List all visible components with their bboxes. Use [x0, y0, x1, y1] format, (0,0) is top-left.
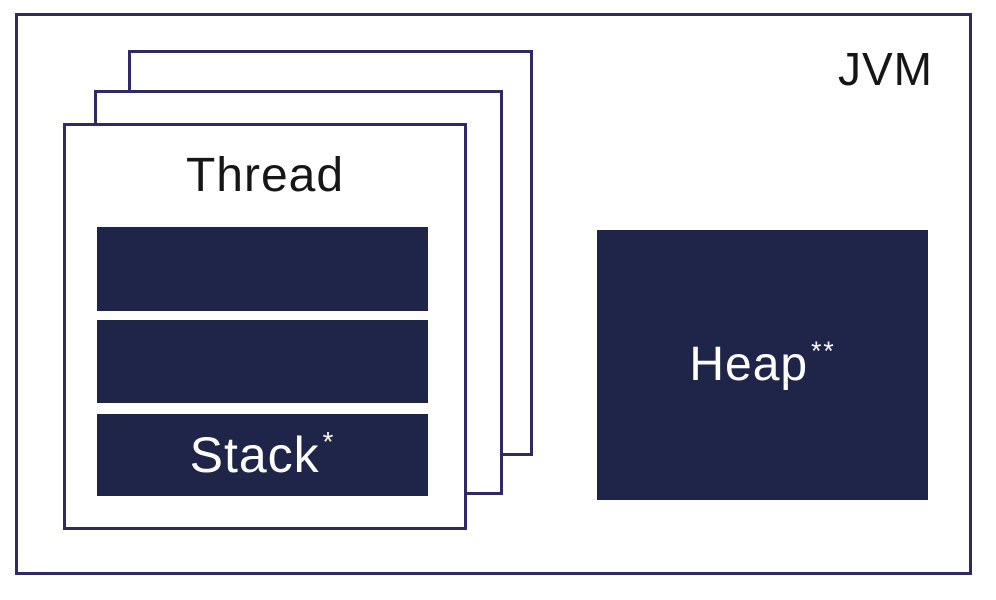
- stack-label: Stack*: [189, 426, 336, 483]
- stack-label-text: Stack: [189, 427, 320, 483]
- heap-label: Heap**: [689, 336, 836, 391]
- thread-card-front: Thread Stack*: [63, 123, 467, 530]
- heap-footnote-marker: **: [811, 336, 836, 367]
- stack-bar: [97, 320, 428, 403]
- heap-box: Heap**: [597, 230, 928, 500]
- thread-label: Thread: [185, 149, 345, 202]
- jvm-label: JVM: [838, 43, 933, 95]
- stack-bar-labeled: Stack*: [97, 414, 428, 496]
- stack-bar: [97, 227, 428, 311]
- heap-label-text: Heap: [689, 338, 809, 391]
- stack-footnote-marker: *: [322, 426, 336, 458]
- jvm-box: JVM: [15, 13, 972, 575]
